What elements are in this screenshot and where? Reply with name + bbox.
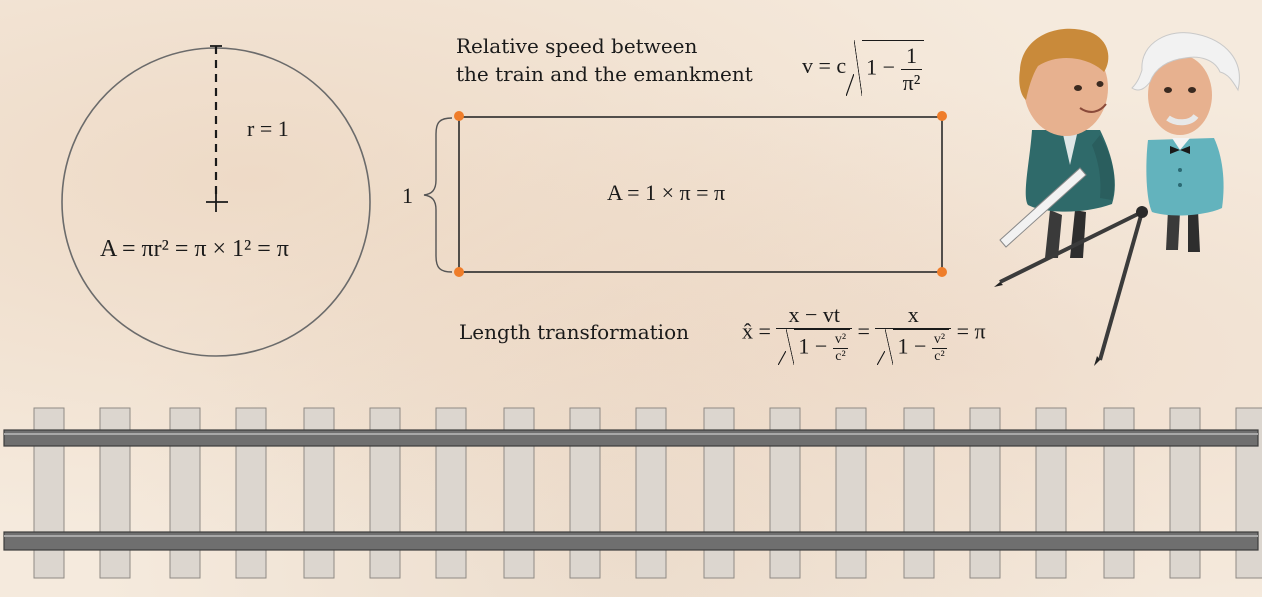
length-frac2-numerator: x	[907, 302, 919, 327]
v2-over-c2: v² c²	[931, 332, 948, 365]
length-frac1-radicand-lead: 1 −	[798, 333, 828, 359]
young-man-character	[999, 28, 1115, 258]
ruler-icon	[999, 167, 1087, 248]
sqrt-symbol: 1 − v² c²	[778, 329, 851, 365]
unit-rectangle	[423, 111, 947, 277]
v2-over-c2: v² c²	[832, 332, 849, 365]
rectangle-area-formula: A = 1 × π = π	[607, 180, 726, 205]
length-frac1-numerator: x − vt	[788, 302, 840, 327]
circle-area-formula: A = πr² = π × 1² = π	[100, 236, 289, 262]
sqrt-symbol: 1 − 1 π²	[846, 40, 925, 96]
c2: c²	[931, 348, 948, 365]
corner-dot	[454, 267, 464, 277]
rail	[3, 531, 1259, 551]
speed-caption-line2: the train and the emankment	[456, 62, 753, 86]
corner-dot	[454, 111, 464, 121]
corner-dot	[937, 267, 947, 277]
length-formula-rhs: = π	[956, 318, 986, 344]
length-frac2-radicand-lead: 1 −	[897, 333, 927, 359]
speed-fraction-numerator: 1	[905, 43, 917, 68]
speed-formula-lhs: v = c	[802, 53, 847, 79]
unit-circle	[61, 45, 371, 357]
sqrt-symbol: 1 − v² c²	[877, 329, 950, 365]
corner-dot	[937, 111, 947, 121]
length-formula: x̂ = x − vt 1 − v² c² = x 1 − v² c²	[742, 302, 986, 365]
einstein-character	[994, 32, 1240, 366]
rectangle-side-label: 1	[402, 183, 413, 208]
length-formula-lhs: x̂ =	[742, 318, 771, 344]
bow-tie-icon	[1170, 146, 1190, 154]
length-caption: Length transformation	[459, 320, 689, 344]
speed-caption-line1: Relative speed between	[456, 34, 698, 58]
curly-brace	[423, 117, 453, 273]
rail	[3, 429, 1259, 447]
compass-icon	[994, 206, 1148, 366]
railway-track	[3, 407, 1262, 579]
speed-fraction: 1 π²	[900, 43, 923, 96]
length-frac2-denominator: 1 − v² c²	[875, 328, 952, 365]
v2: v²	[933, 332, 946, 347]
radius-label: r = 1	[247, 116, 289, 141]
c2: c²	[832, 348, 849, 365]
speed-radicand-lead: 1 −	[866, 54, 896, 80]
length-frac1-denominator: 1 − v² c²	[776, 328, 853, 365]
center-marker	[206, 192, 228, 212]
v2: v²	[834, 332, 847, 347]
speed-fraction-denominator: π²	[900, 69, 923, 95]
length-fraction-1: x − vt 1 − v² c²	[776, 302, 853, 365]
length-fraction-2: x 1 − v² c²	[875, 302, 952, 365]
length-formula-mid: =	[857, 318, 870, 344]
